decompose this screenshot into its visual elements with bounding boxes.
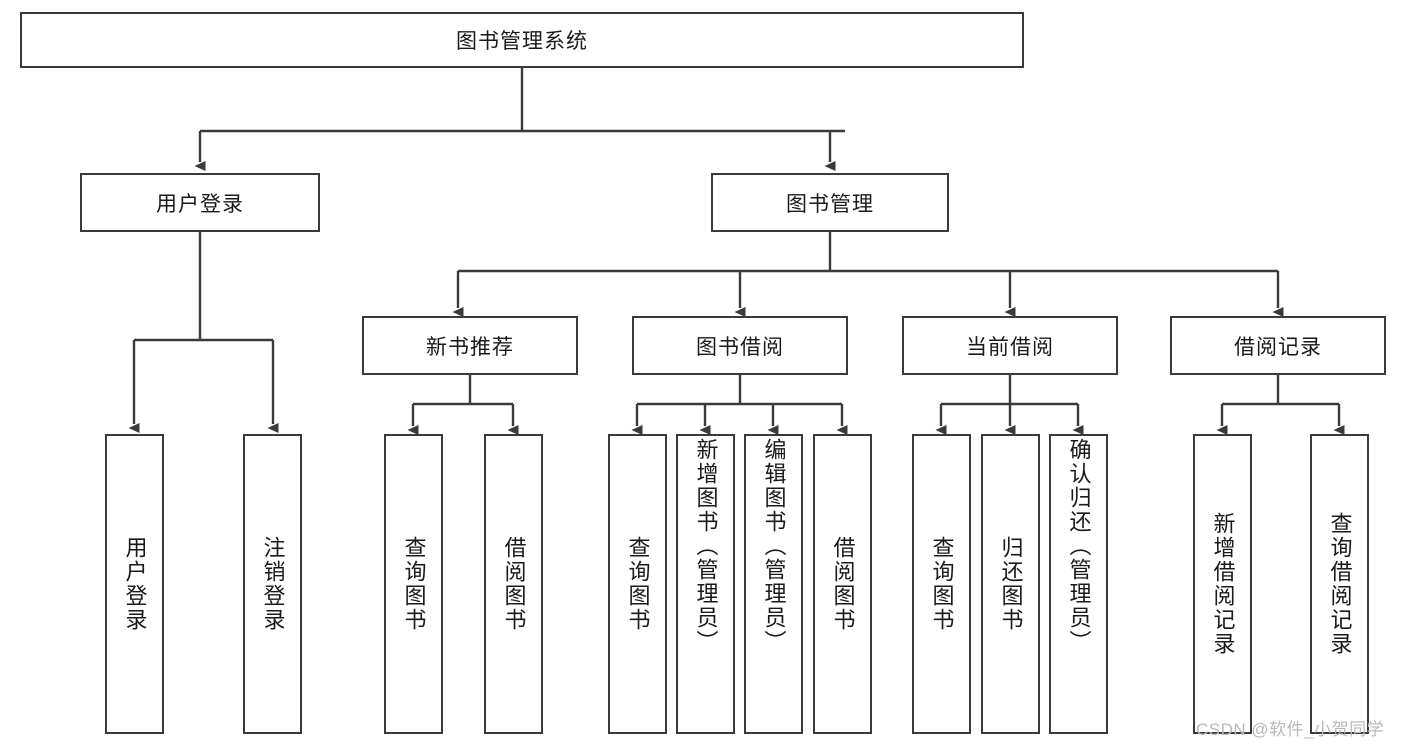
node-user-login-label: 用户登录	[156, 192, 244, 216]
leaf-confirm-return[interactable]: 确认归还（管理员）	[1049, 434, 1108, 734]
leaf-return-book[interactable]: 归还图书	[981, 434, 1040, 734]
leaf-borrow-book-2-label: 借阅图书	[830, 536, 856, 632]
leaf-borrow-book-1-label: 借阅图书	[501, 536, 527, 632]
leaf-return-book-label: 归还图书	[998, 536, 1024, 632]
node-book-borrow[interactable]: 图书借阅	[632, 316, 848, 375]
leaf-edit-book-label: 编辑图书（管理员）	[761, 438, 787, 654]
leaf-add-record[interactable]: 新增借阅记录	[1193, 434, 1252, 734]
node-current-borrow[interactable]: 当前借阅	[902, 316, 1118, 375]
leaf-logout[interactable]: 注销登录	[243, 434, 302, 734]
node-new-book-recommend-label: 新书推荐	[426, 335, 514, 359]
leaf-query-book-2[interactable]: 查询图书	[608, 434, 667, 734]
leaf-query-book-3-label: 查询图书	[929, 536, 955, 632]
leaf-user-login[interactable]: 用户登录	[105, 434, 164, 734]
leaf-borrow-book-1[interactable]: 借阅图书	[484, 434, 543, 734]
leaf-logout-label: 注销登录	[260, 536, 286, 632]
node-user-login[interactable]: 用户登录	[80, 173, 320, 232]
node-borrow-record[interactable]: 借阅记录	[1170, 316, 1386, 375]
node-book-manage-label: 图书管理	[786, 192, 874, 216]
leaf-add-book[interactable]: 新增图书（管理员）	[676, 434, 735, 734]
leaf-query-book-3[interactable]: 查询图书	[912, 434, 971, 734]
leaf-query-record[interactable]: 查询借阅记录	[1310, 434, 1369, 734]
node-current-borrow-label: 当前借阅	[966, 335, 1054, 359]
leaf-query-book-2-label: 查询图书	[625, 536, 651, 632]
leaf-user-login-label: 用户登录	[122, 536, 148, 632]
leaf-confirm-return-label: 确认归还（管理员）	[1066, 438, 1092, 654]
leaf-add-record-label: 新增借阅记录	[1210, 512, 1236, 656]
node-book-borrow-label: 图书借阅	[696, 335, 784, 359]
node-root-label: 图书管理系统	[456, 30, 588, 53]
node-new-book-recommend[interactable]: 新书推荐	[362, 316, 578, 375]
leaf-query-book-1-label: 查询图书	[401, 536, 427, 632]
leaf-add-book-label: 新增图书（管理员）	[693, 438, 719, 654]
leaf-query-book-1[interactable]: 查询图书	[384, 434, 443, 734]
node-book-manage[interactable]: 图书管理	[711, 173, 949, 232]
node-root[interactable]: 图书管理系统	[20, 12, 1024, 68]
csdn-watermark: CSDN @软件_小贺同学	[1196, 720, 1385, 739]
leaf-query-record-label: 查询借阅记录	[1327, 512, 1353, 656]
node-borrow-record-label: 借阅记录	[1234, 335, 1322, 359]
leaf-borrow-book-2[interactable]: 借阅图书	[813, 434, 872, 734]
leaf-edit-book[interactable]: 编辑图书（管理员）	[744, 434, 803, 734]
